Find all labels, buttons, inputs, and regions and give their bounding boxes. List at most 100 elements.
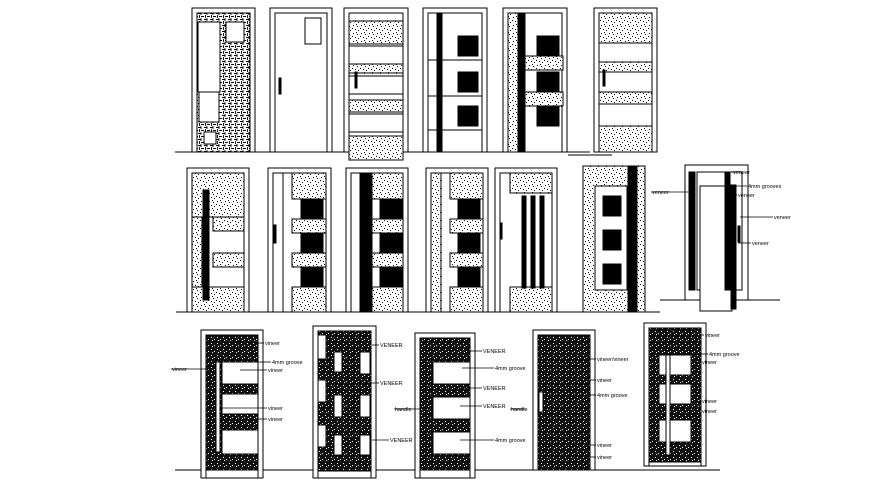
veneer-strip — [730, 184, 737, 310]
annotation-label: vineer/vineer — [597, 357, 629, 363]
glass-black — [457, 35, 479, 57]
annotation-label: vineer — [702, 360, 717, 366]
glass-black — [536, 71, 560, 93]
annotation-label: 4mm groove — [272, 360, 303, 366]
glass-panel — [359, 394, 371, 418]
glass-black — [602, 229, 622, 251]
glass-black — [300, 232, 324, 254]
glass-panel — [359, 351, 371, 375]
groove-panel — [348, 113, 404, 133]
annotation-label: vineer — [172, 367, 187, 373]
veneer-band — [509, 172, 553, 194]
annotation-label: 4mm groove — [709, 352, 740, 358]
annotation-label: vineer — [597, 443, 612, 449]
groove-panel — [221, 361, 259, 385]
groove-panel — [348, 45, 404, 65]
annotation-label: vineer — [268, 368, 283, 374]
veneer-band — [449, 218, 484, 234]
annotation-label: vineer — [702, 399, 717, 405]
handle-icon — [215, 361, 221, 453]
glass-black — [457, 105, 479, 127]
annotation-label: veneer — [752, 241, 769, 247]
annotation-label: vineer — [705, 333, 720, 339]
groove-panel — [432, 361, 471, 385]
glass-black — [379, 232, 403, 254]
vertical-strip — [436, 12, 443, 153]
glass-panel — [333, 394, 343, 418]
veneer-band — [291, 252, 327, 268]
veneer-band — [449, 172, 484, 200]
veneer-band — [524, 55, 564, 71]
handle-icon — [354, 71, 358, 89]
veneer-band — [598, 125, 653, 153]
veneer-band — [598, 12, 653, 44]
glass — [225, 21, 245, 43]
veneer-band — [371, 218, 404, 234]
annotation-label: VENEER — [483, 404, 506, 410]
annotation-label: VENEER — [483, 386, 506, 392]
annotation-label: handle — [511, 407, 528, 413]
veneer-band — [449, 252, 484, 268]
annotation-label: vineer — [265, 341, 280, 347]
annotation-label: vineer — [268, 406, 283, 412]
annotation-label: vineer — [597, 378, 612, 384]
annotation-label: veneer — [738, 193, 755, 199]
veneer-band — [598, 61, 653, 73]
glass-black — [457, 232, 481, 254]
strip — [272, 172, 284, 313]
annotation-label: handle — [395, 407, 412, 413]
handle-icon — [273, 224, 277, 244]
annotation-label: 4mm groove — [495, 366, 526, 372]
veneer-strip — [688, 171, 696, 291]
veneer-band — [212, 216, 245, 232]
annotation-label: VENEER — [380, 343, 403, 349]
groove-panel — [658, 354, 692, 376]
annotation-label: VENEER — [483, 349, 506, 355]
glass — [203, 131, 217, 145]
glass-black — [379, 198, 403, 220]
glass-black — [300, 198, 324, 220]
handle-icon — [499, 222, 503, 240]
glass-panel — [333, 434, 343, 456]
glass-panel — [317, 379, 327, 403]
annotation-label: 4mm grooves — [748, 184, 782, 190]
groove-panel — [432, 431, 471, 455]
glass-black — [602, 195, 622, 217]
veneer-band — [191, 286, 245, 313]
handle-icon — [665, 354, 671, 456]
veneer-band — [371, 172, 404, 200]
veneer-band — [212, 252, 245, 268]
veneer-strip — [724, 171, 731, 291]
groove-panel — [221, 429, 259, 455]
handle-icon — [602, 69, 606, 87]
veneer-band — [348, 135, 404, 161]
glass — [197, 21, 221, 93]
veneer-band — [291, 286, 327, 313]
vertical-bar — [539, 195, 545, 289]
vertical-bar — [530, 195, 536, 289]
annotation-label: VENEER — [380, 381, 403, 387]
glass-black — [379, 266, 403, 288]
handle-icon — [737, 225, 741, 243]
veneer-band — [371, 286, 404, 313]
glass-panel — [359, 434, 371, 456]
dark-veneer — [537, 334, 591, 471]
vertical-strip — [518, 12, 526, 153]
vision-panel — [304, 17, 322, 45]
glass-panel — [333, 351, 343, 373]
veneer-band — [291, 172, 327, 200]
annotation-label: vineer — [702, 409, 717, 415]
glass-panel — [317, 334, 327, 360]
glass — [198, 91, 220, 123]
handle-icon — [278, 77, 282, 95]
groove-panel — [658, 383, 692, 405]
veneer-band — [191, 172, 245, 218]
handle-icon — [202, 189, 210, 301]
groove-panel — [432, 396, 471, 420]
annotation-label: 4mm groove — [495, 438, 526, 444]
veneer-band — [449, 286, 484, 313]
veneer-band — [291, 218, 327, 234]
annotation-label: VENEER — [390, 438, 413, 444]
